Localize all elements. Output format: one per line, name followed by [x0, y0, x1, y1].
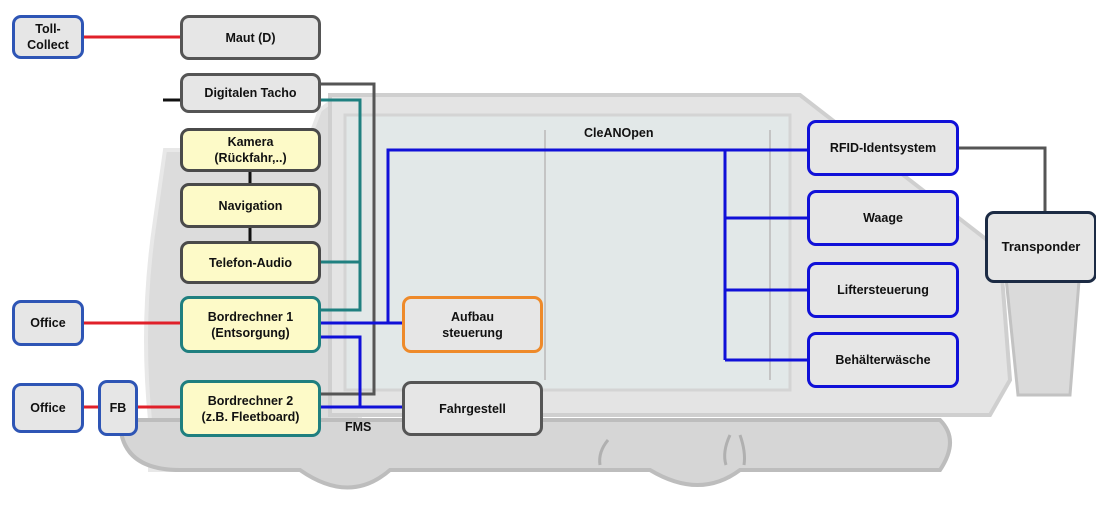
red-links — [84, 35, 180, 409]
tacho-node: Digitalen Tacho — [180, 73, 321, 113]
fms-label: FMS — [345, 420, 372, 434]
teal-links — [318, 98, 362, 312]
maut-node: Maut (D) — [180, 15, 321, 60]
behaelterwaesche-node: Behälterwäsche — [807, 332, 959, 388]
fahrgestell-node: Fahrgestell — [402, 381, 543, 436]
kamera-node: Kamera (Rückfahr,..) — [180, 128, 321, 172]
liftersteuerung-node: Liftersteuerung — [807, 262, 959, 318]
office2-node: Office — [12, 383, 84, 433]
telefon-audio-node: Telefon-Audio — [180, 241, 321, 284]
gray-links — [318, 82, 1047, 396]
toll-collect-node: Toll- Collect — [12, 15, 84, 59]
transponder-node: Transponder — [985, 211, 1096, 283]
cleanopen-bus — [318, 148, 808, 409]
navigation-node: Navigation — [180, 183, 321, 228]
rfid-node: RFID-Identsystem — [807, 120, 959, 176]
office1-node: Office — [12, 300, 84, 346]
waage-node: Waage — [807, 190, 959, 246]
aufbau-steuerung-node: Aufbau steuerung — [402, 296, 543, 353]
fb-node: FB — [98, 380, 138, 436]
bordrechner1-node: Bordrechner 1 (Entsorgung) — [180, 296, 321, 353]
bus-label: CleANOpen — [584, 126, 654, 140]
bordrechner2-node: Bordrechner 2 (z.B. Fleetboard) — [180, 380, 321, 437]
